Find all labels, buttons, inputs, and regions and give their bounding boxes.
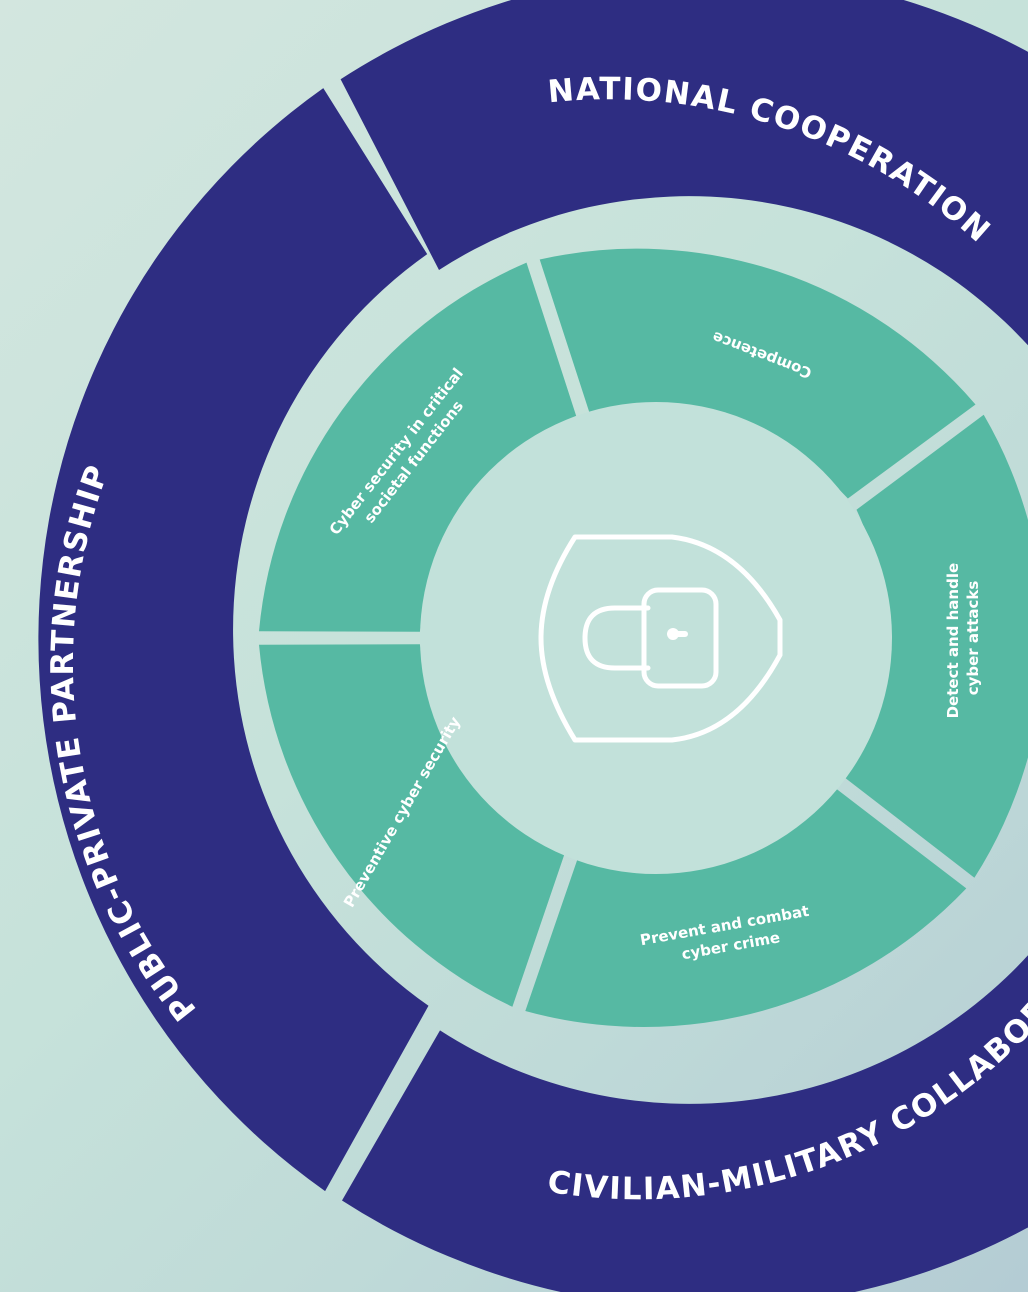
shield-lock-icon bbox=[538, 534, 783, 743]
center-circle bbox=[420, 402, 892, 874]
lock-shackle bbox=[582, 605, 651, 671]
detect-attacks-line-1: Detect and handle bbox=[944, 563, 962, 719]
outer-segment-public-private-partnership bbox=[38, 88, 429, 1192]
inner-segment-competence bbox=[539, 248, 976, 499]
outer-ring bbox=[38, 0, 1028, 1292]
svg-text:Detect and handle cyber: Detect and handle cyber attacks bbox=[944, 558, 982, 719]
inner-label-detect-attacks: Detect and handle cyber attacks bbox=[944, 558, 982, 719]
outer-segment-civilian-military-collaboration bbox=[342, 955, 1028, 1292]
detect-attacks-line-2: cyber attacks bbox=[964, 581, 982, 696]
keyhole-slot bbox=[674, 631, 688, 637]
lock-body bbox=[641, 587, 719, 689]
inner-segment-preventive bbox=[259, 644, 566, 1007]
inner-segment-critical-functions bbox=[259, 262, 577, 632]
inner-ring bbox=[259, 248, 1028, 1028]
inner-segment-detect-attacks bbox=[843, 414, 1028, 878]
inner-segment-prevent-crime bbox=[525, 787, 967, 1028]
outer-segment-national-cooperation bbox=[340, 0, 1028, 346]
shield-outline bbox=[538, 534, 783, 743]
keyhole bbox=[667, 628, 679, 640]
